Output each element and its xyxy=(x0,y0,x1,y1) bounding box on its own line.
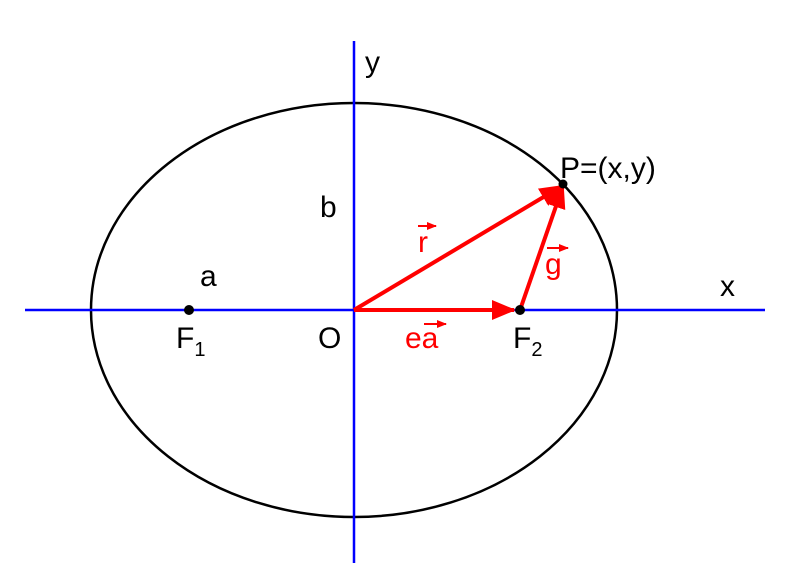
vector-r xyxy=(352,184,564,312)
focus1-label: F1 xyxy=(176,322,205,361)
origin-label: O xyxy=(318,322,341,355)
vector-g-label: g xyxy=(545,248,562,281)
point-p xyxy=(558,179,568,189)
focus2-point xyxy=(515,305,525,315)
x-axis-label: x xyxy=(720,270,735,303)
y-axis-label: y xyxy=(365,46,380,79)
semi-major-label: a xyxy=(200,260,217,293)
vector-g xyxy=(518,184,566,311)
semi-minor-label: b xyxy=(320,191,337,224)
vector-r-label: r xyxy=(418,226,428,259)
vector-ea-label: ea xyxy=(405,322,439,355)
point-label: P=(x,y) xyxy=(560,152,656,185)
focus1-point xyxy=(184,305,194,315)
focus2-label: F2 xyxy=(513,322,542,361)
